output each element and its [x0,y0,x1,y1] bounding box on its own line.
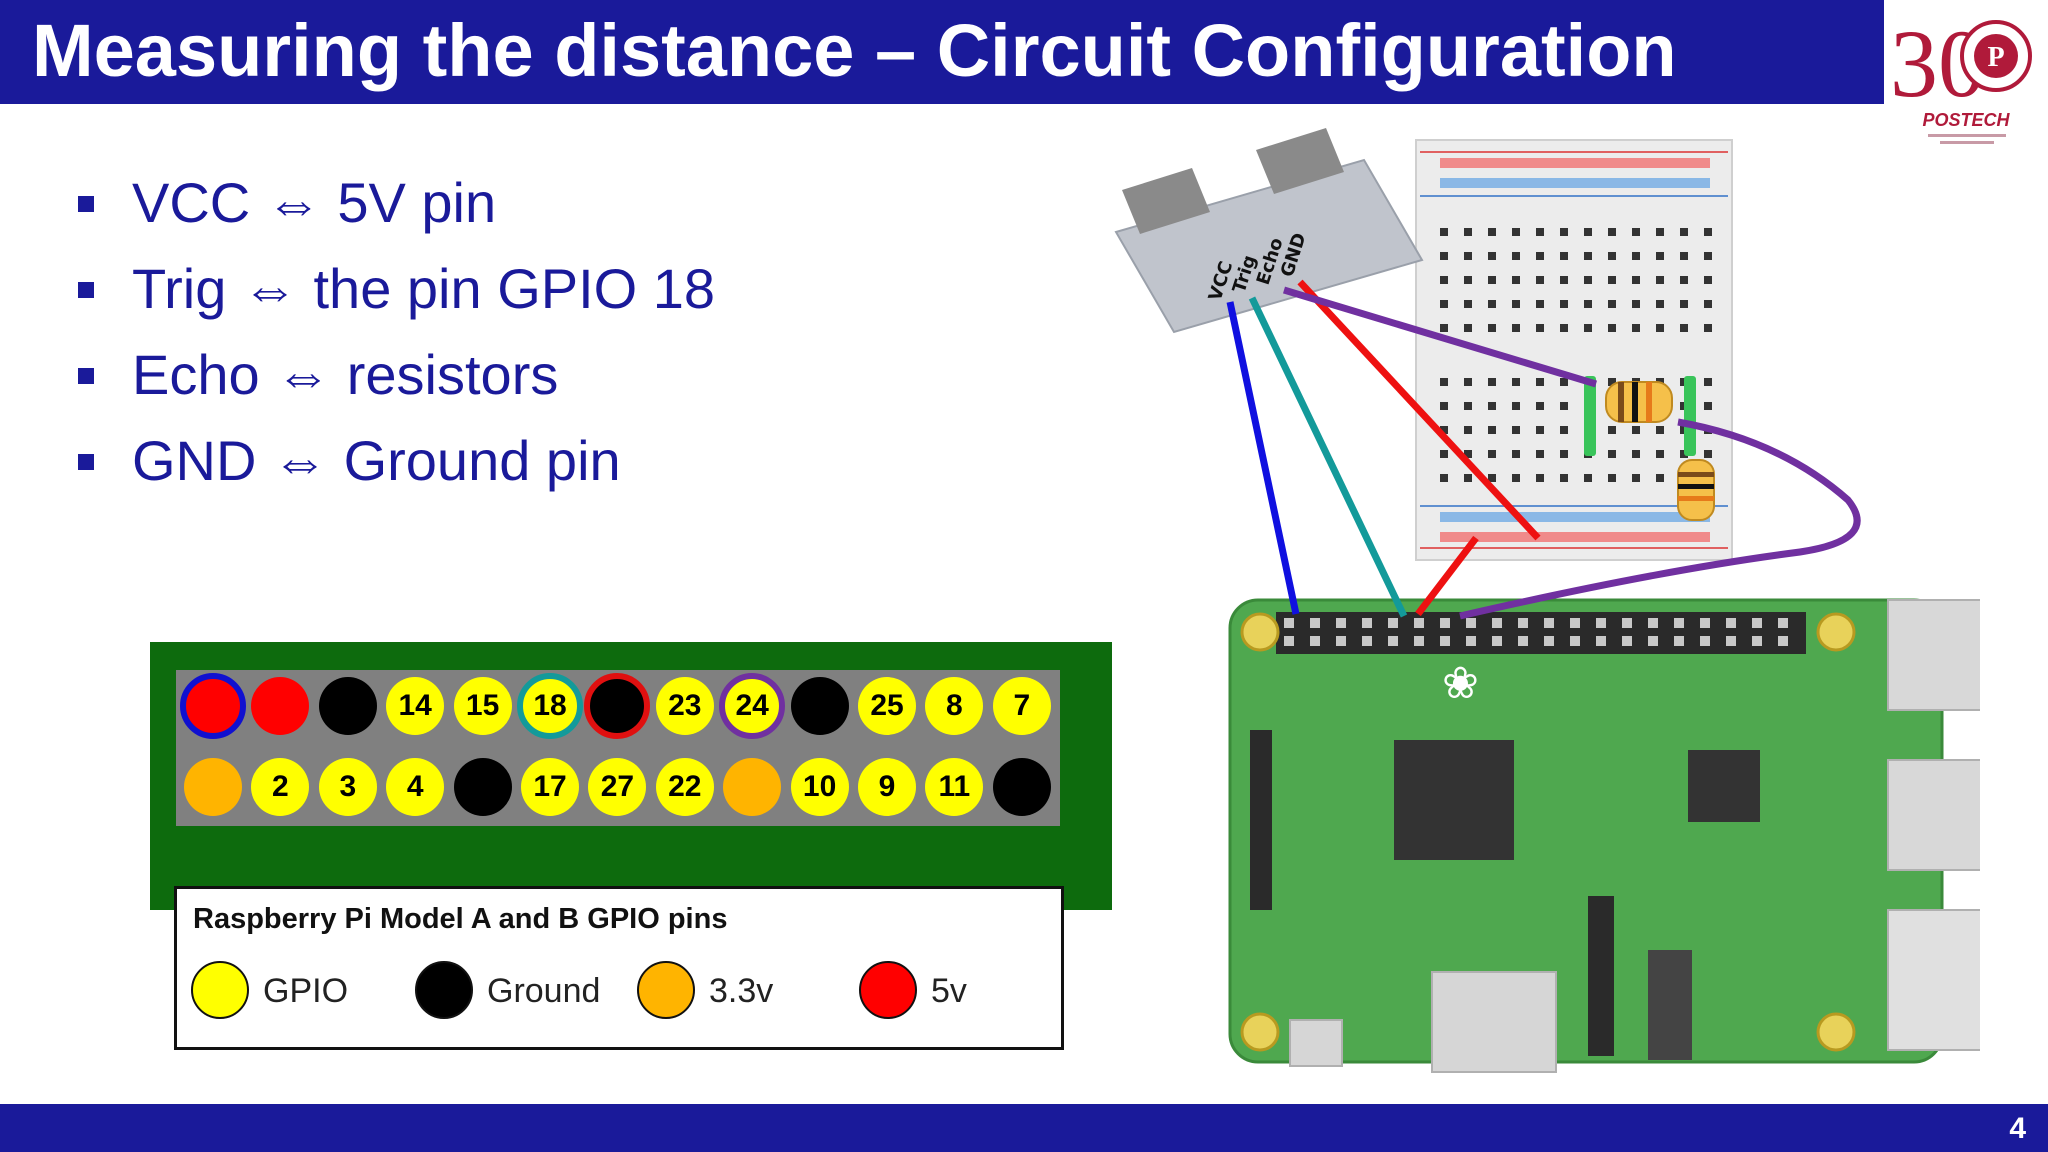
gpio-pin-3v3 [723,758,782,816]
gpio-pin-4: 4 [386,758,445,816]
bullet-gnd: GND ⇔ Ground pin [70,428,715,514]
legend-gpio-label: GPIO [263,972,349,1010]
postech-emblem-icon: 30 P POSTECH [1890,10,2032,144]
gpio-pin-9: 9 [858,758,916,816]
double-arrow-icon: ⇔ [275,343,332,406]
gpio-pin-23: 23 [655,677,714,735]
legend-gpio-dot-icon [191,961,249,1019]
gpio-pin-2: 2 [251,758,310,816]
logo-badge-letter: P [1987,42,2004,73]
gpio-pin-5v [180,673,246,739]
gpio-pin-7: 7 [992,677,1051,735]
gpio-pin-22: 22 [655,758,714,816]
gpio-pin-10: 10 [790,758,849,816]
slide-title: Measuring the distance – Circuit Configu… [32,9,1677,92]
title-bar: Measuring the distance – Circuit Configu… [0,0,1884,104]
gpio-pin-ground [453,758,512,816]
gpio-legend: Raspberry Pi Model A and B GPIO pins GPI… [174,886,1064,1050]
gpio-pin-ground [584,673,651,739]
double-arrow-icon: ⇔ [265,171,322,234]
double-arrow-icon: ⇔ [272,429,329,492]
raspberry-logo-icon: ❀ [1442,658,1479,709]
wire-echo [1282,286,1861,620]
gpio-pin-5v [251,677,310,735]
legend-5v-label: 5v [931,972,967,1010]
bullet-vcc: VCC ⇔ 5V pin [70,170,715,256]
gpio-pin-24: 24 [719,673,786,739]
resistor-icon [1605,381,1673,423]
logo-text: POSTECH [1922,110,2010,130]
gpio-pin-15: 15 [453,677,512,735]
legend-3v3-label: 3.3v [709,972,774,1010]
legend-3v3-dot-icon [637,961,695,1019]
legend-5v-dot-icon [859,961,917,1019]
wire-gnd [1415,535,1479,617]
gpio-pin-25: 25 [858,677,916,735]
wires [1226,279,1861,620]
legend-ground-label: Ground [487,972,601,1010]
resistor-icon [1677,459,1715,521]
gpio-pin-11: 11 [925,758,984,816]
gpio-pin-3: 3 [318,758,377,816]
gpio-pin-18: 18 [517,673,583,739]
raspberry-pi-board: ❀ [1228,598,1980,1073]
bullet-echo: Echo ⇔ resistors [70,342,715,428]
ultrasonic-sensor: VCC Trig Echo GND [1114,128,1424,334]
page-number: 4 [2009,1112,2026,1145]
legend-title: Raspberry Pi Model A and B GPIO pins [193,903,728,935]
legend-ground-dot-icon [415,961,473,1019]
wire-trig [1248,296,1408,618]
bullet-trig: Trig ⇔ the pin GPIO 18 [70,256,715,342]
postech-logo: 30 P POSTECH [1884,0,2048,150]
double-arrow-icon: ⇔ [241,257,298,320]
gpio-pin-8: 8 [925,677,984,735]
wire-vcc [1226,301,1300,615]
gpio-pin-ground [318,677,377,735]
wire-gnd [1297,279,1541,541]
gpio-pin-27: 27 [588,758,647,816]
gpio-pin-ground [790,677,849,735]
bullet-list: VCC ⇔ 5V pin Trig ⇔ the pin GPIO 18 Echo… [70,170,715,514]
gpio-pin-ground [992,758,1051,816]
gpio-pin-3v3 [184,758,242,816]
gpio-pin-17: 17 [521,758,579,816]
circuit-diagram: ❀ VCC Trig Echo GND [1114,128,1980,1073]
gpio-pin-14: 14 [386,677,445,735]
footer-bar: 4 [0,1104,2048,1152]
